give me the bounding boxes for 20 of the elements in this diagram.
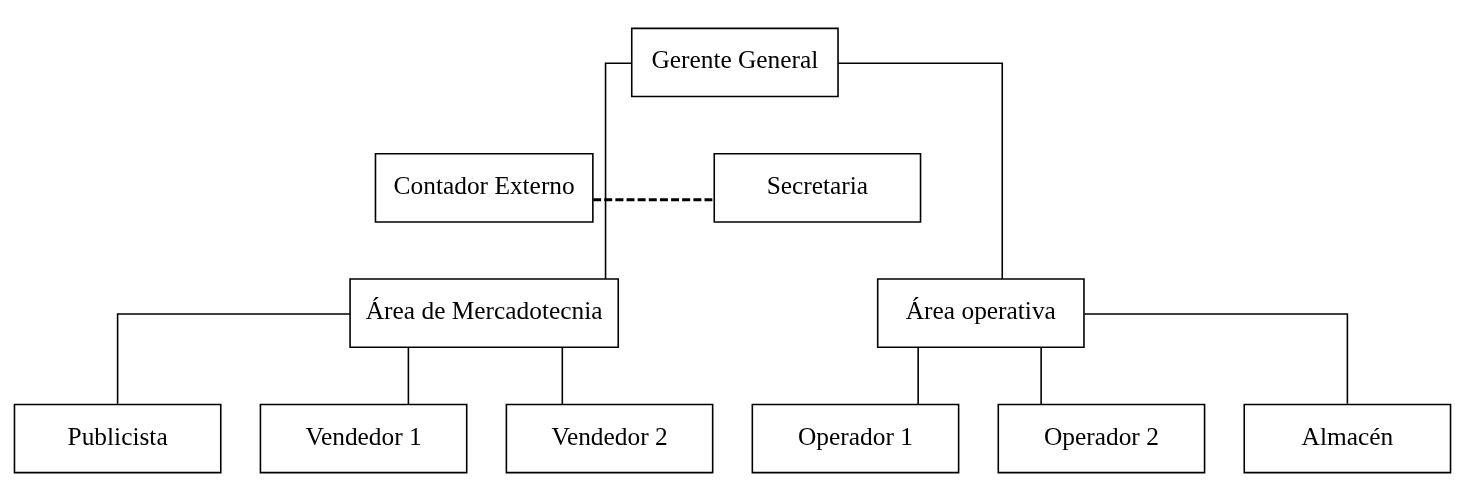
node-box: Secretaria	[713, 152, 922, 223]
node-box: Vendedor 2	[505, 403, 714, 473]
connector	[604, 61, 633, 280]
connector	[917, 346, 919, 405]
connector	[593, 197, 714, 201]
node-box: Área de Mercadotecnia	[349, 277, 620, 348]
node-box: Operador 1	[751, 403, 960, 473]
connector	[116, 312, 351, 405]
node-box: Gerente General	[630, 27, 839, 97]
node-box: Publicista	[13, 403, 222, 473]
node-box: Almacén	[1243, 403, 1452, 473]
connector	[1083, 312, 1349, 405]
connector	[561, 346, 564, 405]
connector	[1040, 346, 1042, 405]
node-box: Contador Externo	[374, 152, 594, 223]
connector	[837, 61, 1004, 280]
node-box: Vendedor 1	[259, 403, 468, 473]
node-box: Operador 2	[997, 403, 1206, 473]
node-box: Área operativa	[876, 277, 1085, 348]
connector	[407, 346, 410, 405]
